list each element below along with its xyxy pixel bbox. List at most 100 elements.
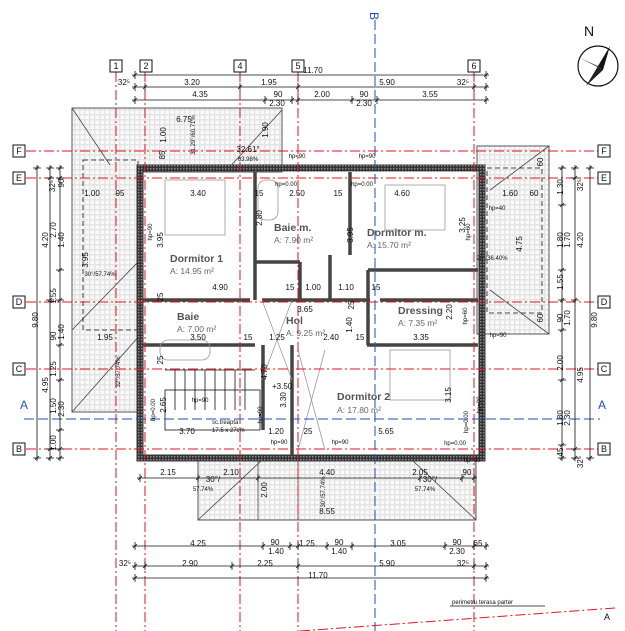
dimension-label: 90: [274, 90, 283, 99]
dimension-line: [471, 563, 477, 569]
dimension-label: 2.90: [182, 559, 198, 568]
dimension-line: [255, 475, 261, 481]
dimension-label: 30°/57.74%: [84, 272, 116, 278]
dimension-label: 2.30: [356, 99, 372, 108]
roof-areas: [71, 107, 550, 521]
dimension-label: 32⁵: [119, 559, 131, 568]
dimension-label: 3.35: [413, 333, 429, 342]
dimension-label: 3.95: [156, 232, 165, 248]
dimension-label: hp=0.00: [444, 441, 467, 447]
dimension-label: 2.10: [223, 468, 239, 477]
axis-1: 1: [113, 61, 118, 71]
dimension-label: 32⁵: [576, 456, 585, 468]
dimension-label: hp=90: [477, 396, 483, 414]
dimension-label: 1.70: [563, 310, 572, 326]
dimension-label: 90: [360, 90, 369, 99]
dimension-label: 1.70: [563, 232, 572, 248]
dimension-label: 4.35: [192, 90, 208, 99]
dimension-line: [47, 165, 53, 171]
dimension-label: 1.00: [49, 435, 58, 451]
dimension-label: 4.40: [319, 468, 335, 477]
dimension-label: 1.55: [49, 288, 58, 304]
dimension-label: 90: [57, 178, 66, 187]
dimension-label: hp=90: [271, 440, 289, 446]
dimension-line: [47, 455, 53, 461]
dimension-label: 32⁵: [48, 180, 57, 192]
dimension-line: [324, 543, 330, 549]
room-dormitor-1: Dormitor 1: [170, 253, 223, 265]
dimension-label: 85: [158, 150, 167, 159]
dimension-line: [559, 297, 565, 303]
dimension-line: [559, 202, 565, 208]
dimension-label: 1.00: [84, 189, 100, 198]
dimension-label: 30°/: [423, 475, 438, 484]
dimension-line: [471, 475, 477, 481]
dimension-line: [559, 377, 565, 383]
dimension-label: 15: [372, 283, 381, 292]
dimension-line: [57, 427, 63, 433]
axis-b: B: [16, 444, 22, 454]
dimension-label: 15: [356, 333, 365, 342]
dimension-line: [459, 475, 465, 481]
dimension-label: 4.20: [576, 232, 585, 248]
dimension-label: hp=0.00: [151, 398, 157, 421]
axis-2: 2: [143, 61, 148, 71]
dimension-line: [559, 442, 565, 448]
dimension-line: [57, 267, 63, 273]
dimension-label: 1.20: [268, 427, 284, 436]
dimension-line: [442, 543, 448, 549]
dimension-label: 1.40: [331, 547, 347, 556]
dimension-label: 4.95: [576, 367, 585, 383]
dimension-label: 32⁵: [118, 78, 130, 87]
dimension-label: 1.95: [97, 333, 113, 342]
dimension-label: 4.90: [212, 283, 228, 292]
axis-c-right: C: [601, 364, 608, 374]
dimension-label: 90: [271, 538, 280, 547]
roof-right: [476, 145, 550, 335]
dimension-label: 60: [536, 313, 545, 322]
dimension-label: 15: [255, 189, 264, 198]
dimension-label: 9.80: [31, 312, 40, 328]
dimension-label: 2.15: [160, 468, 176, 477]
dimension-label: 30°/57.74%: [321, 476, 327, 508]
section-lines: [24, 20, 600, 631]
dimension-label: 11.70: [308, 571, 328, 580]
room-baie-m: Baie m.: [274, 222, 311, 234]
room-hol: Hol: [286, 315, 303, 327]
dimension-label: 1.80: [556, 232, 565, 248]
dimension-line: [57, 297, 63, 303]
dimension-label: 60: [536, 157, 545, 166]
dimension-label: 2.65: [159, 397, 168, 413]
dimension-label: 90: [463, 468, 472, 477]
grid-lines: [26, 72, 616, 631]
dimension-line: [349, 543, 355, 549]
dimension-label: 2.40: [323, 333, 339, 342]
dimension-label: hp=0.00: [464, 410, 470, 433]
dimension-line: [559, 165, 565, 171]
dimension-label: hp=40: [489, 206, 507, 212]
dimension-line: [132, 543, 138, 549]
room-area: A: 7.00 m²: [177, 324, 216, 334]
axis-4: 4: [237, 61, 242, 71]
dimension-line: [349, 97, 355, 103]
dimension-label: 4.20: [41, 232, 50, 248]
room-area: A: 7.90 m²: [274, 235, 313, 245]
dimension-label: hp=0.00: [275, 182, 298, 188]
dimension-label: hp=90: [464, 458, 482, 464]
dimension-label: 45: [556, 447, 565, 456]
dimension-label: hp=0.00: [351, 182, 374, 188]
dimension-label: 32⁵: [457, 559, 469, 568]
dimension-label: 25: [304, 427, 313, 436]
dimension-line: [572, 175, 578, 181]
dimension-label: hp=60: [463, 307, 469, 325]
dimension-label: 2.50: [289, 189, 305, 198]
dimension-line: [483, 543, 489, 549]
axis-e-right: E: [601, 173, 607, 183]
room-baie: Baie: [177, 311, 199, 323]
dimension-line: [142, 84, 148, 90]
section-a-left: A: [20, 398, 28, 412]
dimension-label: 30°/: [206, 475, 221, 484]
axis-labels: 1 2 4 5 6 F E D C B F E D C B: [16, 61, 608, 454]
dimension-line: [471, 84, 477, 90]
dimension-label: 60: [530, 189, 539, 198]
